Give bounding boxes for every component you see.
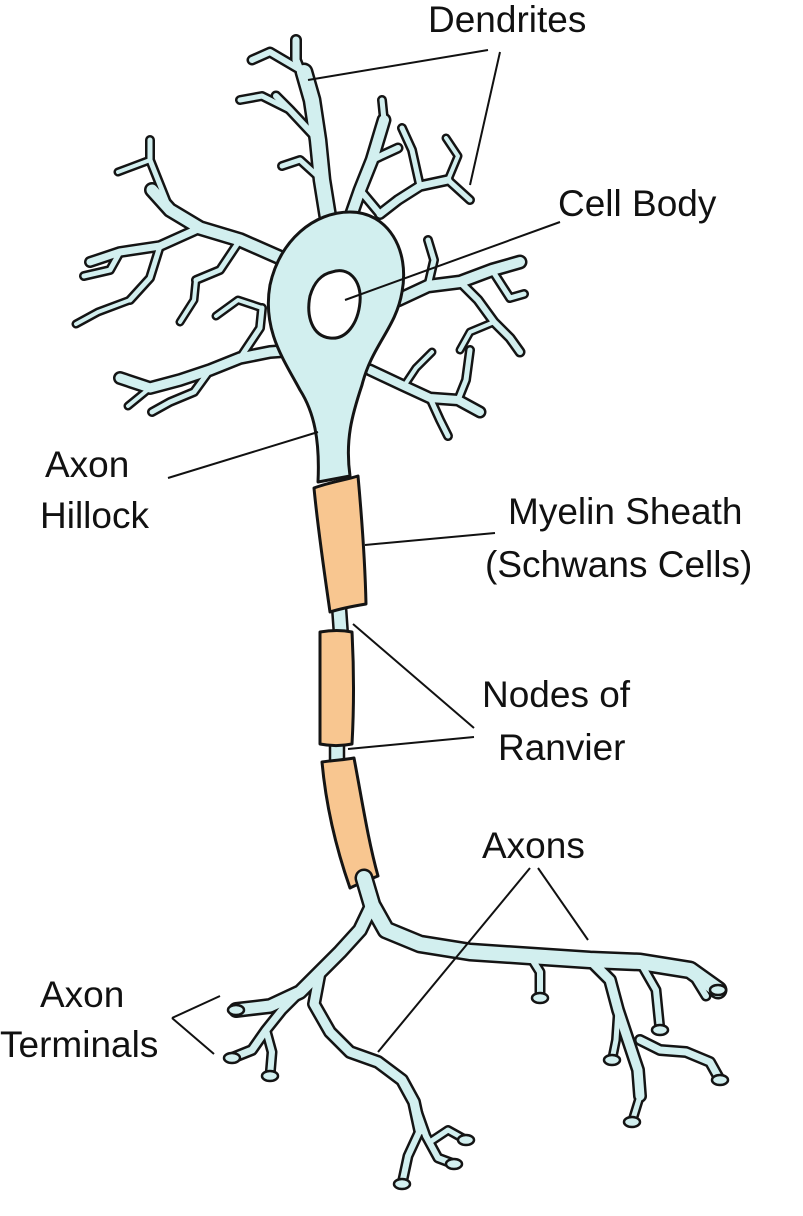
axon-branches [226, 868, 728, 1190]
dendrite-8 [369, 145, 401, 163]
label-nodes-line1: Nodes of [482, 674, 631, 715]
axon-terminal-12 [650, 1023, 670, 1037]
axon-terminal-caps [222, 983, 730, 1191]
myelin-segment-3 [320, 756, 380, 890]
dendrite-7 [341, 115, 389, 235]
axon-terminal-7 [530, 991, 550, 1005]
label-dendrites: Dendrites [428, 0, 586, 40]
dendrite-17 [81, 249, 123, 279]
leader-myelin [364, 532, 496, 546]
axon-terminal-10 [622, 1115, 642, 1129]
axon-branch-4 [263, 1027, 275, 1079]
dendrite-33 [425, 237, 437, 289]
dendrite-6 [279, 157, 325, 183]
myelin-segment-2 [318, 629, 355, 747]
leader-lines [167, 49, 589, 1055]
dendrite-35 [427, 395, 451, 439]
axon-terminal-6 [456, 1133, 476, 1147]
leader-dendrites-a [307, 49, 489, 81]
axon-branch-10 [585, 955, 645, 1101]
dendrite-31 [458, 320, 496, 352]
axon-terminal-2 [222, 1051, 242, 1065]
dendrite-2 [292, 36, 316, 104]
axon-branch-7 [399, 1127, 423, 1187]
dendrite-10 [357, 187, 383, 217]
labels: Dendrites Cell Body Axon Hillock Myelin … [0, 0, 752, 1065]
dendrite-32 [489, 267, 527, 301]
leader-axon-hillock [167, 431, 319, 479]
axon-branch-1 [357, 871, 725, 997]
axon-terminal-8 [602, 1053, 622, 1067]
myelinated-axon [312, 474, 380, 890]
dendrite-3 [249, 49, 307, 75]
leader-axons-b [537, 867, 589, 941]
axon-branch-9 [527, 953, 543, 1001]
axon-branch-outline-5 [307, 965, 427, 1137]
dendrite-12 [399, 125, 423, 189]
dendrite-branches [71, 34, 529, 441]
dendrite-25 [149, 367, 213, 415]
myelin-segment-1 [312, 474, 368, 614]
leader-nodes-b [347, 736, 475, 750]
dendrite-27 [214, 298, 264, 318]
axon-terminal-4 [444, 1157, 464, 1171]
axon-branch-5 [309, 967, 425, 1135]
dendrite-26 [237, 305, 265, 361]
label-myelin-line1: Myelin Sheath [508, 491, 742, 532]
leader-nodes-a [352, 623, 475, 729]
dendrite-16 [86, 224, 204, 266]
leader-cell-body [344, 221, 561, 301]
label-terminals-line1: Axon [40, 974, 124, 1015]
axon-branch-15 [637, 959, 663, 1033]
axon-branch-14 [687, 967, 709, 999]
dendrite-5 [237, 93, 293, 113]
dendrite-28 [126, 386, 152, 408]
cell-body-soma [266, 210, 406, 484]
axon-terminal-3 [260, 1069, 280, 1083]
dendrite-36 [455, 347, 473, 403]
dendrite-37 [402, 350, 434, 388]
axon-branch-2 [230, 899, 378, 1016]
axon-terminal-5 [392, 1177, 412, 1191]
dendrite-14 [444, 136, 460, 182]
dendrite-21 [74, 298, 132, 326]
leader-dendrites-b [469, 51, 501, 186]
leader-axons-a [377, 867, 531, 1053]
label-nodes-line2: Ranvier [498, 727, 626, 768]
label-axon-hillock-line1: Axon [45, 444, 129, 485]
axon-terminal-11 [708, 983, 728, 997]
label-terminals-line2: Terminals [0, 1024, 158, 1065]
leader-terminals-b [171, 1017, 215, 1055]
dendrite-19 [116, 158, 152, 174]
dendrite-22 [193, 237, 243, 283]
label-myelin-line2: (Schwans Cells) [485, 544, 752, 585]
cell-nucleus [307, 269, 362, 340]
axon-branch-11 [609, 1007, 621, 1063]
axon-terminal-9 [710, 1073, 730, 1087]
dendrite-13 [445, 177, 473, 203]
label-cell-body: Cell Body [558, 183, 717, 224]
dendrite-20 [127, 243, 163, 303]
dendrite-23 [178, 278, 198, 324]
label-axons: Axons [482, 825, 585, 866]
label-axon-hillock-line2: Hillock [40, 495, 149, 536]
leader-terminals-a [171, 995, 221, 1019]
dendrite-11 [376, 176, 452, 218]
axon-terminal-1 [226, 1003, 246, 1017]
dendrite-9 [379, 97, 387, 123]
axon-branch-12 [636, 1036, 724, 1084]
